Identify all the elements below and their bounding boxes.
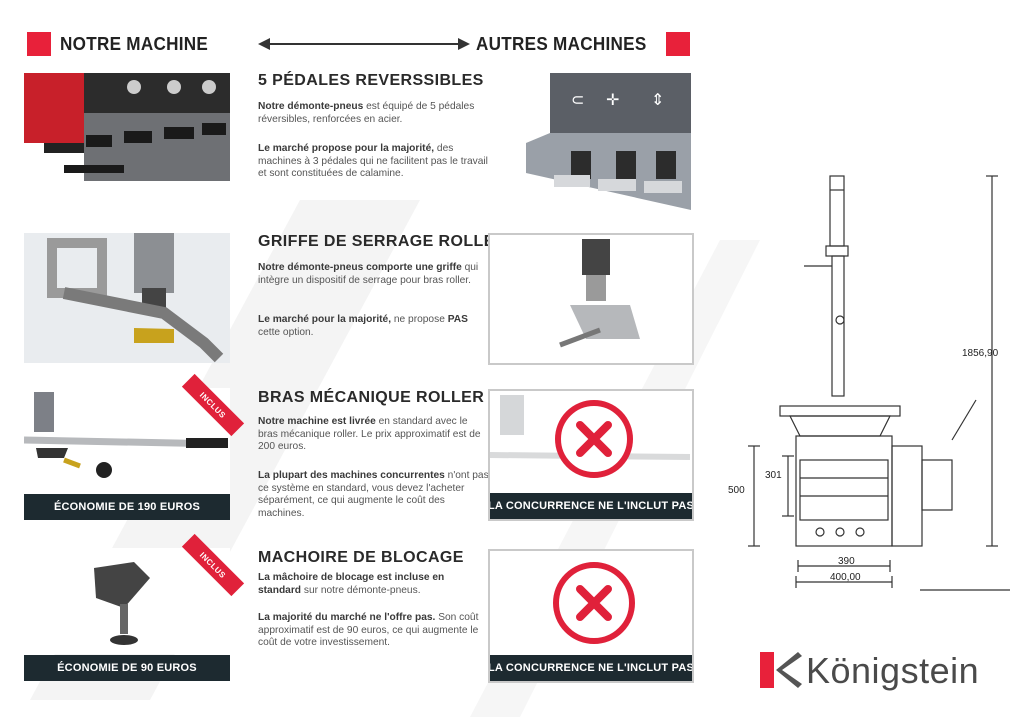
dimension-390: 390 — [838, 556, 855, 567]
dimension-301: 301 — [765, 470, 782, 481]
other-jaw-photo: LA CONCURRENCE NE L'INCLUT PAS — [488, 549, 694, 683]
section-claw-title: GRIFFE DE SERRAGE ROLLER — [258, 233, 507, 250]
section-roller-our-text: Notre machine est livrée en standard ave… — [258, 416, 481, 452]
section-jaw-market-text: La majorité du marché ne l'offre pas. So… — [258, 612, 479, 648]
dimension-400: 400,00 — [830, 572, 861, 583]
section-roller-title: BRAS MÉCANIQUE ROLLER — [258, 389, 485, 406]
section-roller-market-text: La plupart des machines concurrentes n'o… — [258, 470, 489, 519]
section-pedals-our-text: Notre démonte-pneus est équipé de 5 péda… — [258, 101, 475, 125]
section-jaw-title: MACHOIRE DE BLOCAGE — [258, 549, 464, 566]
svg-text:⇕: ⇕ — [651, 90, 664, 109]
our-pedals-photo — [24, 73, 230, 181]
header-left-square — [27, 32, 51, 56]
section-claw-our-text: Notre démonte-pneus comporte une griffe … — [258, 262, 479, 286]
section-jaw-our-text: La mâchoire de blocage est incluse en st… — [258, 572, 445, 596]
dimension-total-height: 1856,90 — [962, 348, 999, 359]
svg-text:✛: ✛ — [606, 90, 619, 109]
section-pedals-title: 5 PÉDALES REVERSSIBLES — [258, 72, 484, 89]
konigstein-logo-icon — [760, 652, 802, 688]
our-jaw-photo — [24, 548, 230, 654]
double-arrow-icon — [258, 38, 470, 50]
competition-banner-roller: LA CONCURRENCE NE L'INCLUT PAS — [490, 493, 692, 519]
header-right-title: AUTRES MACHINES — [476, 34, 647, 54]
our-claw-photo — [24, 233, 230, 363]
other-roller-arm-photo: LA CONCURRENCE NE L'INCLUT PAS — [488, 389, 694, 521]
other-claw-photo — [488, 233, 694, 365]
svg-text:⊂: ⊂ — [571, 90, 584, 109]
machine-dimension-drawing — [748, 175, 1010, 591]
savings-banner-roller: ÉCONOMIE DE 190 EUROS — [24, 494, 230, 520]
header-right-square — [666, 32, 690, 56]
section-pedals-market-text: Le marché propose pour la majorité, des … — [258, 143, 488, 179]
savings-banner-jaw: ÉCONOMIE DE 90 EUROS — [24, 655, 230, 681]
other-pedals-photo: ⊂ ✛ ⇕ — [526, 73, 691, 210]
brand-logo-text: Königstein — [806, 650, 980, 691]
header-left-title: NOTRE MACHINE — [60, 34, 209, 54]
section-claw-market-text: Le marché pour la majorité, ne propose P… — [258, 314, 468, 338]
dimension-500: 500 — [728, 485, 745, 496]
competition-banner-jaw: LA CONCURRENCE NE L'INCLUT PAS — [490, 655, 692, 681]
our-roller-arm-photo — [24, 388, 230, 494]
